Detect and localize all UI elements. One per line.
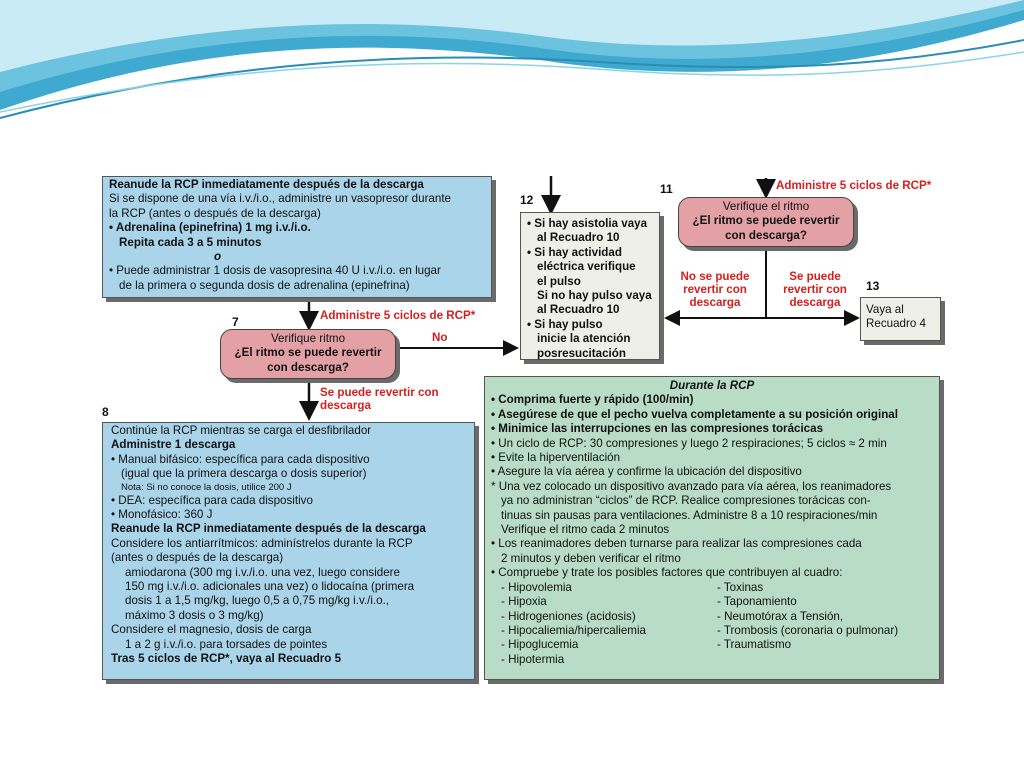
during-cpr-line: tinuas sin pausas para ventilaciones. Ad… <box>501 508 878 522</box>
step8-line: Tras 5 ciclos de RCP*, vaya al Recuadro … <box>111 652 342 666</box>
step12-line: Si no hay pulso vaya <box>537 289 652 303</box>
vasopressor-line: Si se dispone de una vía i.v./i.o., admi… <box>109 192 451 206</box>
step8-line: Reanude la RCP inmediatamente después de… <box>111 522 426 536</box>
no-label-7: No <box>432 331 448 344</box>
during-cpr-line: • Evite la hiperventilación <box>491 451 621 465</box>
step8-line: máximo 3 dosis o 3 mg/kg) <box>125 608 264 622</box>
header-wave-decoration <box>0 0 1024 119</box>
post-shock-vasopressor-box: Reanude la RCP inmediatamente después de… <box>102 176 492 298</box>
step8-line: dosis 1 a 1,5 mg/kg, luego 0,5 a 0,75 mg… <box>125 594 390 608</box>
step8-line: Continúe la RCP mientras se carga el des… <box>111 424 372 437</box>
or-line: o <box>214 250 222 264</box>
cause-item: - Hipoxia <box>501 595 547 609</box>
step8-note: Nota: Si no conoce la dosis, utilice 200… <box>121 481 292 493</box>
step-number-8: 8 <box>102 405 109 419</box>
step12-line: inicie la atención <box>537 332 631 346</box>
epinephrine-line: • Adrenalina (epinefrina) 1 mg i.v./i.o. <box>109 221 311 235</box>
during-cpr-line: * Una vez colocado un dispositivo avanza… <box>491 479 892 493</box>
rhythm-question: ¿El ritmo se puede revertir con descarga… <box>234 346 382 374</box>
cause-item: - Traumatismo <box>717 638 792 652</box>
during-cpr-line: • Asegúrese de que el pecho vuelva compl… <box>491 407 898 421</box>
cause-item: - Toxinas <box>717 580 764 594</box>
step8-line: (igual que la primera descarga o dosis s… <box>121 467 367 481</box>
t-causes-column: - Toxinas - Taponamiento - Neumotórax a … <box>717 581 933 667</box>
algorithm-panel: Reanude la RCP inmediatamente después de… <box>100 176 945 684</box>
step8-line: 1 a 2 g i.v./i.o. para torsades de point… <box>125 637 328 651</box>
cause-item: - Trombosis (coronaria o pulmonar) <box>717 623 899 637</box>
shockable-label-7: Se puede revertir con descarga <box>320 386 439 412</box>
resume-cpr-line: Reanude la RCP inmediatamente después de… <box>109 178 424 191</box>
go-to-box-4: Vaya al Recuadro 4 <box>860 297 941 341</box>
rhythm-question: ¿El ritmo se puede revertir con descarga… <box>692 214 840 242</box>
step8-line: 150 mg i.v./i.o. adicionales una vez) o … <box>125 580 415 594</box>
step12-line: al Recuadro 10 <box>537 303 620 317</box>
step8-line: amiodarona (300 mg i.v./i.o. una vez, lu… <box>125 565 400 579</box>
step12-line: el pulso <box>537 274 581 288</box>
step12-line: • Si hay pulso <box>527 317 603 331</box>
administer-cycles-label-11: Administre 5 ciclos de RCP* <box>776 179 932 192</box>
cause-item: - Hipoglucemia <box>501 638 579 652</box>
nonshockable-actions-box: • Si hay asistolia vaya al Recuadro 10 •… <box>520 212 660 360</box>
step8-line: Considere el magnesio, dosis de carga <box>111 623 312 637</box>
during-cpr-line: • Comprima fuerte y rápido (100/min) <box>491 393 694 407</box>
during-cpr-title: Durante la RCP <box>669 379 755 392</box>
step8-line: • Monofásico: 360 J <box>111 508 213 522</box>
cause-item: - Hipotermia <box>501 652 565 666</box>
step-number-12: 12 <box>520 193 534 207</box>
check-rhythm-box-7: Verifique ritmo ¿El ritmo se puede rever… <box>220 329 396 379</box>
cause-item: - Hidrogeniones (acidosis) <box>501 609 636 623</box>
cause-item: - Hipovolemia <box>501 580 572 594</box>
cause-item: - Taponamiento <box>717 595 797 609</box>
step8-line: Considere los antiarrítmicos: adminístre… <box>111 536 413 550</box>
step12-line: • Si hay actividad <box>527 245 622 259</box>
go-to-box-4-text: Vaya al Recuadro 4 <box>866 303 926 331</box>
step-number-7: 7 <box>232 315 239 329</box>
check-rhythm-title: Verifique ritmo <box>270 332 346 345</box>
step8-line: • Manual bifásico: específica para cada … <box>111 452 370 466</box>
step12-line: eléctrica verifique <box>537 260 636 274</box>
during-cpr-line: • Compruebe y trate los posibles factore… <box>491 566 843 580</box>
step8-line: • DEA: específica para cada dispositivo <box>111 493 313 507</box>
cause-item: - Hipocaliemia/hipercaliemia <box>501 623 646 637</box>
step12-line: • Si hay asistolia vaya <box>527 217 648 230</box>
cause-item: - Neumotórax a Tensión, <box>717 609 844 623</box>
vasopressor-line: la RCP (antes o después de la descarga) <box>109 206 321 220</box>
administer-cycles-label-7: Administre 5 ciclos de RCP* <box>320 309 476 322</box>
vasopressin-line: • Puede administrar 1 dosis de vasopresi… <box>109 264 441 278</box>
during-cpr-line: Verifique el ritmo cada 2 minutos <box>501 523 670 537</box>
step8-line: (antes o después de la descarga) <box>111 551 284 565</box>
step-number-13: 13 <box>866 279 880 293</box>
shockable-label-11: Se puede revertir con descarga <box>783 270 847 309</box>
during-cpr-line: 2 minutos y deben verificar el ritmo <box>501 551 681 565</box>
shock-and-antiarrhythmic-box: Continúe la RCP mientras se carga el des… <box>102 422 475 680</box>
vasopressin-line: de la primera o segunda dosis de adrenal… <box>119 278 410 292</box>
step12-line: posresucitación <box>537 346 626 360</box>
during-cpr-box: Durante la RCP • Comprima fuerte y rápid… <box>484 376 940 680</box>
during-cpr-line: • Un ciclo de RCP: 30 compresiones y lue… <box>491 436 887 450</box>
step8-line: Administre 1 descarga <box>111 438 236 452</box>
during-cpr-line: • Los reanimadores deben turnarse para r… <box>491 537 862 551</box>
reversible-causes-list: - Hipovolemia - Hipoxia - Hidrogeniones … <box>491 581 933 667</box>
nonshockable-label-11: No se puede revertir con descarga <box>680 270 750 309</box>
during-cpr-line: • Minimice las interrupciones en las com… <box>491 422 824 436</box>
check-rhythm-title: Verifique el ritmo <box>722 200 810 213</box>
flow-connectors <box>299 176 860 421</box>
during-cpr-line: ya no administran “ciclos” de RCP. Reali… <box>501 494 871 508</box>
step-number-11: 11 <box>660 182 673 196</box>
h-causes-column: - Hipovolemia - Hipoxia - Hidrogeniones … <box>491 581 717 667</box>
during-cpr-line: • Asegure la vía aérea y confirme la ubi… <box>491 465 802 479</box>
repeat-line: Repita cada 3 a 5 minutos <box>119 235 262 249</box>
step12-line: al Recuadro 10 <box>537 231 620 245</box>
check-rhythm-box-11: Verifique el ritmo ¿El ritmo se puede re… <box>678 197 854 247</box>
